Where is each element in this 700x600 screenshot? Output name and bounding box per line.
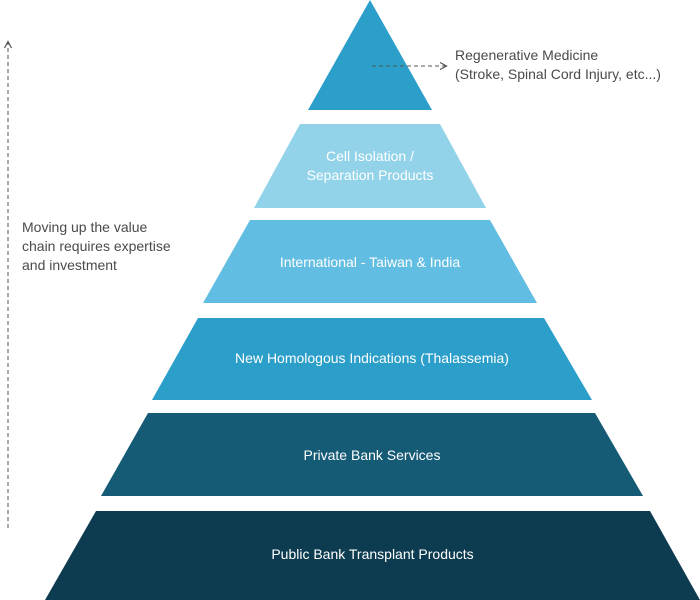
pyramid-tier-international [203, 220, 537, 303]
pyramid-tier-top [308, 0, 432, 110]
pyramid-tier-private-bank [101, 413, 643, 496]
tier-label-public-bank: Public Bank Transplant Products [271, 546, 474, 562]
value-chain-note: Moving up the value chain requires exper… [22, 219, 171, 273]
tier-label-private-bank: Private Bank Services [303, 447, 441, 463]
pyramid-tier-public-bank [45, 511, 700, 600]
tier-label-international: International - Taiwan & India [279, 254, 461, 270]
top-callout-text: Regenerative Medicine (Stroke, Spinal Co… [455, 47, 661, 82]
pyramid-tier-cell-isolation [254, 124, 486, 208]
tier-label-new-homologous: New Homologous Indications (Thalassemia) [235, 350, 509, 366]
pyramid-tier-new-homologous [152, 318, 592, 400]
tier-label-cell-isolation: Cell Isolation / Separation Products [306, 148, 434, 183]
